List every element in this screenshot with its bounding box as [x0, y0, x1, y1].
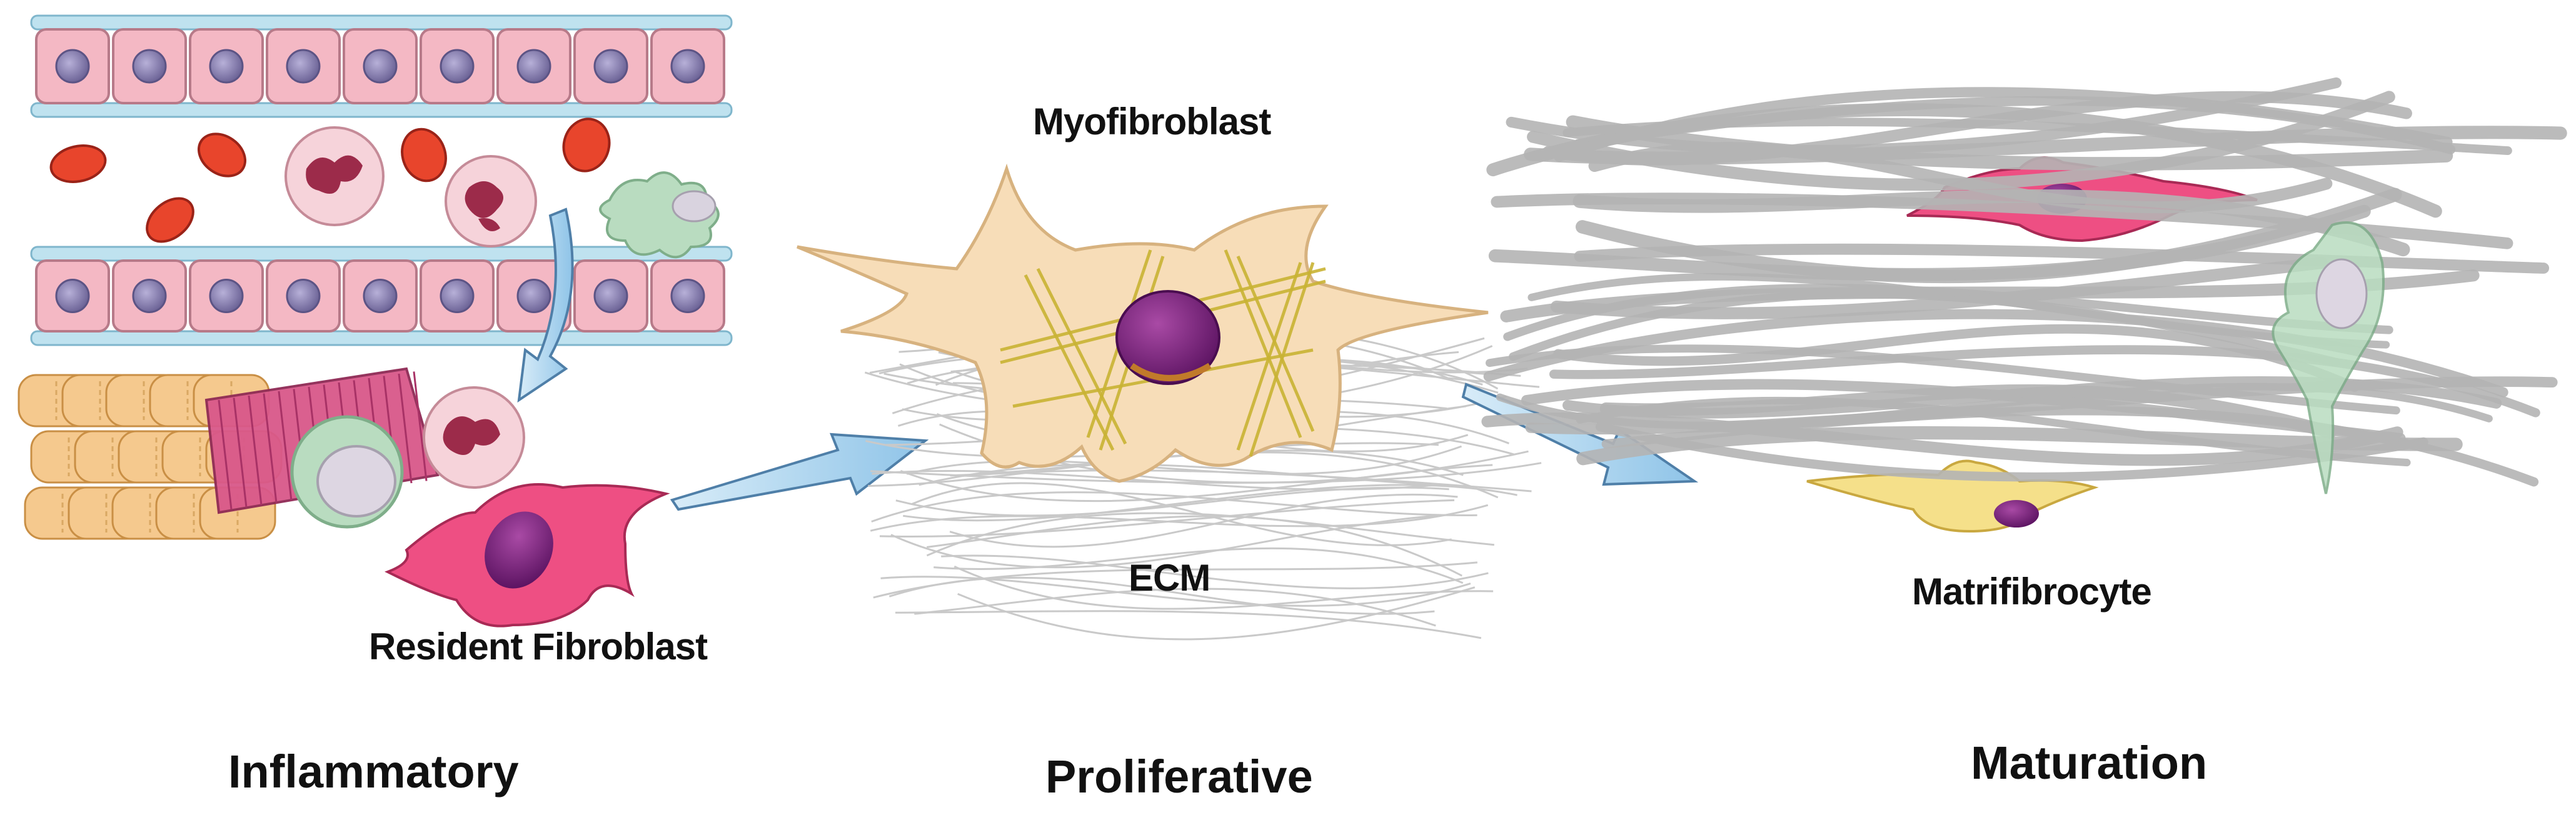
arrow-to-proliferative: [670, 432, 929, 511]
resident-fibroblast-label: Resident Fibroblast: [369, 626, 708, 668]
blood-vessel-bottom-wall: [30, 246, 733, 346]
myofibroblast-label: Myofibroblast: [1033, 101, 1271, 142]
endothelial-nucleus: [55, 279, 90, 313]
endothelial-nucleus: [209, 279, 244, 313]
inflammatory-panel: [18, 14, 929, 628]
endothelial-nucleus: [516, 49, 551, 84]
blood-vessel-top-wall: [30, 14, 733, 118]
maturation-macrophage-cell: [2272, 221, 2385, 494]
neutrophil-in-tissue: [423, 386, 525, 489]
endothelial-nucleus: [363, 279, 398, 313]
endothelial-nucleus: [55, 49, 90, 84]
stage-maturation-label: Maturation: [1971, 737, 2208, 789]
endothelial-nucleus: [363, 49, 398, 84]
endothelial-nucleus: [209, 49, 244, 84]
endothelial-nucleus: [670, 279, 705, 313]
endothelial-nucleus: [286, 279, 321, 313]
endothelial-nucleus: [440, 279, 475, 313]
endothelial-nucleus: [593, 49, 628, 84]
endothelial-nucleus: [593, 279, 628, 313]
ecm-label: ECM: [1129, 557, 1210, 599]
stage-inflammatory-label: Inflammatory: [228, 746, 519, 798]
mature-collagen-fibers: [1481, 77, 2567, 487]
endothelial-nucleus: [516, 279, 551, 313]
macrophage-in-vessel: [599, 171, 720, 259]
endothelial-nucleus: [132, 49, 167, 84]
endothelial-nucleus: [440, 49, 475, 84]
proliferative-panel: [797, 163, 1542, 641]
red-blood-cells: [49, 118, 611, 243]
stage-proliferative-label: Proliferative: [1045, 751, 1313, 802]
endothelial-nucleus: [670, 49, 705, 84]
maturation-panel: [1481, 77, 2567, 533]
macrophage-in-tissue: [290, 415, 404, 529]
neutrophils-in-vessel: [284, 126, 537, 248]
myofibroblast-cell: [797, 163, 1489, 483]
endothelial-nucleus: [286, 49, 321, 84]
matrifibrocyte-label: Matrifibrocyte: [1912, 571, 2152, 612]
resident-fibroblast-cell: [385, 483, 670, 628]
endothelial-nucleus: [132, 279, 167, 313]
migration-arrow: [517, 208, 574, 403]
